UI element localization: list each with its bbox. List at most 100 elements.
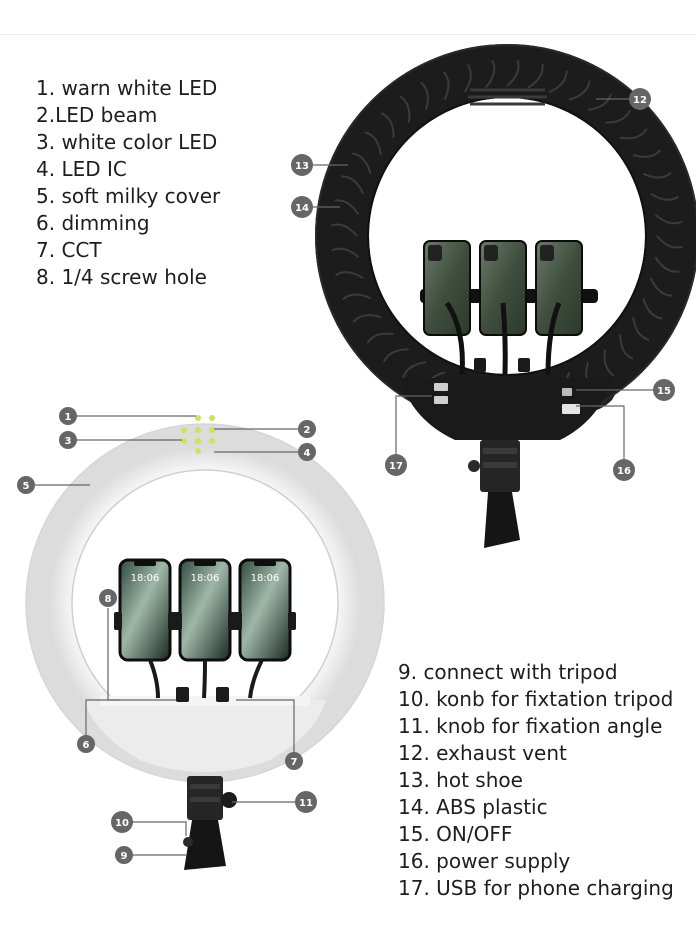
ring-texture-arc: [341, 175, 365, 195]
phone: 18:06: [238, 558, 292, 662]
ring-texture-arc: [506, 60, 520, 87]
ring-texture-arc: [632, 149, 662, 158]
callout-badges: 1 3 2 4 5 8 6 7 11 10 9 12 13 14 15 16 1…: [17, 88, 675, 864]
ring-texture-arc: [442, 71, 450, 101]
phone: 18:06: [118, 558, 172, 662]
badge-5: 5: [17, 476, 35, 494]
top-divider: [0, 34, 696, 35]
ring-texture-arc: [654, 256, 680, 273]
legend-item: 7. CCT: [36, 238, 102, 262]
phone-time: 18:06: [131, 573, 160, 584]
badge-14: 14: [291, 196, 313, 218]
white-ring-light: 18:06 18:06 18:06: [25, 415, 385, 870]
badge-17: 17: [385, 454, 407, 476]
phone-time: 18:06: [191, 573, 220, 584]
badge-11: 11: [295, 791, 317, 813]
button-panel: [400, 378, 612, 440]
ring-texture-arc: [383, 348, 409, 363]
legend-item: 16. power supply: [398, 849, 571, 873]
ring-texture-arc: [351, 152, 372, 174]
legend-item: 2.LED beam: [36, 103, 158, 127]
svg-text:13: 13: [295, 161, 309, 172]
ring-texture-arc: [620, 128, 648, 140]
dimming-knob: [176, 687, 189, 702]
svg-text:5: 5: [23, 481, 30, 492]
callout-lines: [34, 98, 654, 856]
svg-text:6: 6: [83, 740, 90, 751]
legend-item: 3. white color LED: [36, 130, 218, 154]
svg-text:10: 10: [115, 818, 129, 829]
ring-texture-arc: [463, 63, 472, 93]
legend-item: 10. konb for fixtation tripod: [398, 687, 674, 711]
legend-item: 17. USB for phone charging: [398, 876, 674, 900]
svg-text:14: 14: [295, 203, 309, 214]
ring-texture-arc: [402, 361, 427, 379]
svg-text:17: 17: [389, 461, 403, 472]
ring-texture-arc: [484, 60, 496, 89]
badge-2: 2: [298, 420, 316, 438]
ring-texture-arc: [569, 80, 591, 101]
ring-texture-arc: [642, 171, 672, 179]
badge-15: 15: [653, 379, 675, 401]
badge-12: 12: [629, 88, 651, 110]
badge-1: 1: [59, 407, 77, 425]
ring-texture-arc: [380, 112, 395, 138]
ring-texture-arc: [527, 63, 544, 89]
phone: [423, 240, 471, 336]
phone-holders: [420, 240, 598, 376]
ring-texture-arc: [642, 298, 663, 320]
ring-texture-arc: [619, 334, 634, 360]
badge-16: 16: [613, 459, 635, 481]
legend-item: 4. LED IC: [36, 157, 127, 181]
svg-text:15: 15: [657, 386, 671, 397]
svg-text:11: 11: [299, 798, 313, 809]
cct-knob: [216, 687, 229, 702]
badge-4: 4: [298, 443, 316, 461]
ring-texture-arc: [420, 81, 429, 111]
ring-texture-arc: [632, 316, 650, 341]
legend-item: 1. warn white LED: [36, 76, 218, 100]
ring-texture-arc: [587, 93, 612, 111]
ring-texture-arc: [331, 223, 358, 237]
svg-text:3: 3: [65, 436, 72, 447]
black-ring-light: [315, 44, 696, 548]
ring-texture-arc: [342, 293, 372, 301]
ring-texture-arc: [656, 235, 683, 249]
svg-text:2: 2: [304, 425, 311, 436]
legend-item: 6. dimming: [36, 211, 150, 235]
exhaust-vent: [468, 88, 547, 106]
legend-bottom: 9. connect with tripod 10. konb for fixt…: [398, 659, 674, 902]
svg-text:9: 9: [121, 851, 128, 862]
dc-port: [562, 404, 580, 414]
usb-port-2: [434, 396, 448, 404]
badge-6: 6: [77, 735, 95, 753]
ring-texture-arc: [649, 277, 673, 297]
legend-item: 5. soft milky cover: [36, 184, 221, 208]
ring-texture-arc: [603, 349, 615, 377]
badge-10: 10: [111, 811, 133, 833]
badge-9: 9: [115, 846, 133, 864]
phone: 18:06: [178, 558, 232, 662]
ring-texture-arc: [331, 247, 360, 259]
legend-top: 1. warn white LED 2.LED beam 3. white co…: [36, 75, 220, 291]
ring-texture-arc: [364, 131, 382, 156]
ring-texture-arc: [352, 314, 382, 323]
ring-texture-arc: [334, 199, 360, 216]
power-button: [562, 388, 572, 396]
usb-port-1: [434, 383, 448, 391]
legend-item: 9. connect with tripod: [398, 660, 618, 684]
svg-text:16: 16: [617, 466, 631, 477]
legend-item: 8. 1/4 screw hole: [36, 265, 207, 289]
svg-text:12: 12: [633, 95, 647, 106]
legend-item: 15. ON/OFF: [398, 822, 513, 846]
badge-13: 13: [291, 154, 313, 176]
phone-time: 18:06: [251, 573, 280, 584]
svg-text:4: 4: [304, 448, 311, 459]
svg-text:7: 7: [291, 757, 298, 768]
ring-texture-arc: [334, 271, 364, 280]
tripod-lock-knob: [183, 837, 193, 847]
angle-knob: [221, 792, 237, 808]
ring-texture-arc: [605, 109, 631, 124]
legend-item: 14. ABS plastic: [398, 795, 548, 819]
